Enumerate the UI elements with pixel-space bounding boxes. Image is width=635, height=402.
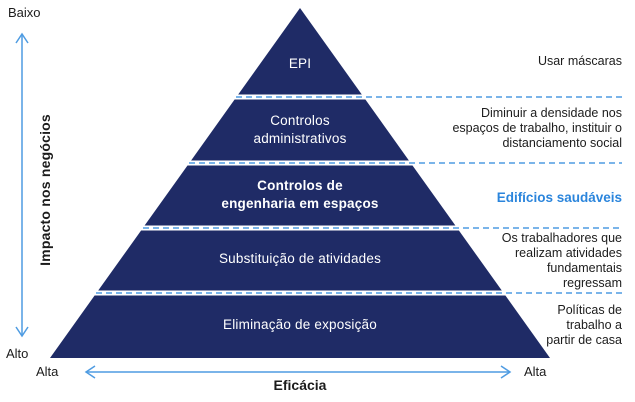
annotation-usar-mascaras: Usar máscaras	[382, 54, 622, 69]
pyramid-label-line: Controlos	[270, 113, 330, 128]
axis-label-alto: Alto	[6, 346, 29, 361]
pyramid-label-epi: EPI	[150, 55, 450, 73]
annotation-diminuir-densidade: Diminuir a densidade nos espaços de trab…	[382, 106, 622, 151]
pyramid-label-elimination: Eliminação de exposição	[150, 316, 450, 334]
annotation-line: regressam	[562, 276, 622, 290]
horizontal-axis-title: Eficácia	[273, 377, 327, 393]
pyramid-level-elimination-shape	[50, 295, 550, 358]
axis-label-baixo: Baixo	[8, 5, 41, 20]
pyramid-label-line: administrativos	[253, 131, 347, 146]
annotation-line: trabalho a	[566, 318, 622, 332]
pyramid-label-substitution: Substituição de atividades	[150, 250, 450, 268]
annotation-politicas-trabalho-casa: Políticas de trabalho a partir de casa	[382, 303, 622, 348]
pyramid-level-engineering-shape	[144, 165, 456, 226]
pyramid-level-substitution-shape	[98, 230, 502, 291]
pyramid-label-line: Substituição de atividades	[218, 251, 382, 266]
pyramid-label-engineering: Controlos de engenharia em espaços	[150, 177, 450, 213]
annotation-line: fundamentais	[546, 261, 622, 275]
annotation-line: Políticas de	[557, 303, 622, 317]
annotation-line: Edifícios saudáveis	[496, 190, 622, 205]
pyramid-level-administrative-shape	[191, 99, 409, 161]
pyramid-label-line: engenharia em espaços	[221, 196, 379, 211]
arrow-up-icon	[15, 32, 29, 44]
arrow-left-icon	[84, 365, 96, 379]
pyramid-label-line: EPI	[288, 56, 312, 71]
vertical-axis-title: Impacto nos negócios	[37, 114, 53, 266]
arrow-right-icon	[500, 365, 512, 379]
annotation-line: Diminuir a densidade nos	[480, 106, 622, 120]
axis-label-alta-right: Alta	[524, 364, 547, 379]
pyramid-level-epi-shape	[238, 8, 362, 95]
annotation-edificios-saudaveis: Edifícios saudáveis	[382, 190, 622, 205]
pyramid-label-line: Eliminação de exposição	[223, 317, 377, 332]
annotation-line: espaços de trabalho, instituir o	[452, 121, 622, 135]
annotation-line: Usar máscaras	[537, 54, 622, 68]
annotation-line: distanciamento social	[502, 136, 622, 150]
pyramid-label-line: Controlos de	[257, 178, 343, 193]
annotation-line: partir de casa	[546, 333, 622, 347]
pyramid-label-administrative: Controlos administrativos	[150, 112, 450, 148]
arrow-down-icon	[15, 326, 29, 338]
annotation-trabalhadores-regressam: Os trabalhadores que realizam atividades…	[382, 231, 622, 291]
vertical-axis-arrow	[15, 32, 29, 338]
axis-label-alta-left: Alta	[36, 364, 59, 379]
annotation-line: Os trabalhadores que	[501, 231, 622, 245]
annotation-line: realizam atividades	[515, 246, 622, 260]
horizontal-axis-arrow	[84, 365, 512, 379]
